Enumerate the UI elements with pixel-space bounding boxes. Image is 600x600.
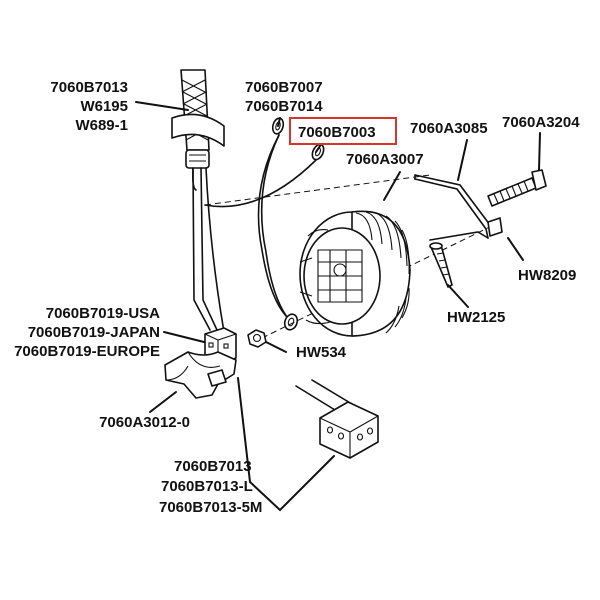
cord-wires: [192, 167, 225, 333]
label-switch-housing: 7060A3012-0: [99, 414, 190, 431]
label-switch-2: 7060B7019-JAPAN: [28, 324, 160, 341]
mounting-bar: [171, 113, 225, 147]
leader-bracket: [457, 139, 468, 181]
leader-plug: [237, 377, 335, 512]
label-cord-3: W689-1: [75, 117, 128, 134]
label-switch-3: 7060B7019-EUROPE: [14, 343, 160, 360]
ring-terminal-wires: [204, 134, 317, 323]
ring-terminal-lower: [311, 143, 325, 161]
leader-highlight: [315, 145, 321, 153]
leader-cord: [135, 101, 189, 111]
label-switch-1: 7060B7019-USA: [46, 305, 160, 322]
leader-ring-upper: [277, 117, 281, 127]
mounting-bracket: [414, 174, 493, 241]
label-plug-3: 7060B7013-5M: [159, 499, 262, 516]
leader-bolt: [538, 132, 541, 171]
switch-housing: [164, 351, 237, 399]
leader-switch: [163, 331, 205, 343]
hex-nut: [247, 329, 267, 348]
leader-fan: [383, 171, 401, 201]
label-screw: HW2125: [447, 309, 505, 326]
label-cord-1: 7060B7013: [50, 79, 128, 96]
ring-terminal-bottom: [283, 313, 299, 331]
label-ring-2: 7060B7014: [245, 98, 323, 115]
screw: [429, 242, 453, 288]
label-clip: HW8209: [518, 267, 576, 284]
leader-screw: [447, 284, 469, 308]
label-nut: HW534: [296, 344, 347, 361]
label-plug-2: 7060B7013-L: [161, 478, 253, 495]
highlight-box: [289, 117, 397, 145]
label-bolt: 7060A3204: [502, 114, 580, 131]
label-highlight: 7060B7003: [298, 124, 376, 141]
long-bolt: [487, 169, 547, 207]
leader-nut: [265, 341, 287, 353]
label-plug-1: 7060B7013: [174, 458, 252, 475]
power-plug: [295, 379, 379, 459]
leader-clip: [507, 237, 524, 261]
leader-lines: [135, 101, 541, 512]
label-fan: 7060A3007: [346, 151, 424, 168]
leader-housing: [149, 391, 177, 413]
label-ring-1: 7060B7007: [245, 79, 323, 96]
spring-clip: [487, 217, 503, 237]
fan-wheel: [299, 210, 411, 337]
part-labels: 7060B7013 W6195 W689-1 7060B7007 7060B70…: [14, 79, 580, 516]
label-cord-2: W6195: [80, 98, 128, 115]
label-bracket: 7060A3085: [410, 120, 488, 137]
